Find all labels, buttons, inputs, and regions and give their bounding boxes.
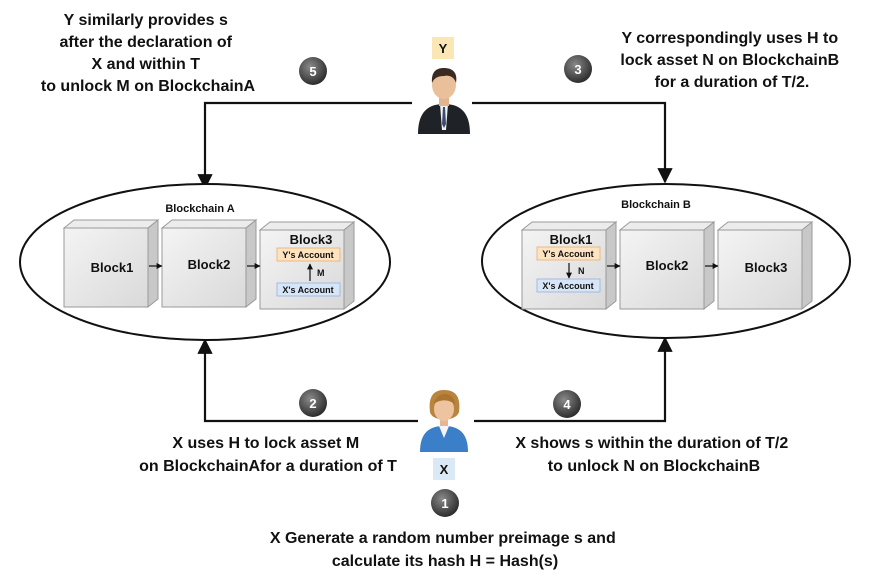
annotation-step2: X uses H to lock asset M on BlockchainAf… <box>139 435 397 475</box>
blockchain-a-title: Blockchain A <box>165 203 234 215</box>
annotation-step1: X Generate a random number preimage s an… <box>270 530 620 570</box>
arrow-x-to-chain-a <box>197 338 418 423</box>
step-number: 5 <box>309 64 316 79</box>
actor-y: Y <box>418 37 470 134</box>
block-label: Block3 <box>745 260 788 275</box>
blockchain-a: Blockchain A Block1 Block2 Block3 Y's Ac… <box>19 183 391 341</box>
annotation-step5: Y similarly provides s after the declara… <box>41 12 256 95</box>
x-account-box <box>276 282 341 297</box>
annotation-line: X uses H to lock asset M <box>172 435 359 452</box>
block-cube <box>618 220 716 311</box>
annotation-step3: Y correspondingly uses H to lock asset N… <box>620 30 843 91</box>
annotation-line: Y similarly provides s <box>64 12 228 29</box>
block-cube <box>62 218 160 309</box>
step-badge: 5 <box>299 57 327 85</box>
block-label: Block2 <box>646 258 689 273</box>
step-number: 1 <box>441 496 448 511</box>
annotation-step4: X shows s within the duration of T/2 to … <box>515 435 792 475</box>
block-cube <box>160 218 258 309</box>
y-account-label: Y's Account <box>282 250 333 260</box>
annotation-line: calculate its hash H = Hash(s) <box>332 553 558 570</box>
annotation-line: for a duration of T/2. <box>655 74 810 91</box>
y-account-box <box>536 246 601 261</box>
arrow-y-to-chain-a <box>197 101 412 190</box>
annotation-line: after the declaration of <box>60 34 233 51</box>
asset-label: N <box>578 266 585 276</box>
step-number: 3 <box>574 62 581 77</box>
y-account-label: Y's Account <box>542 249 593 259</box>
x-badge <box>433 458 455 480</box>
annotation-line: on BlockchainAfor a duration of T <box>139 458 397 475</box>
y-badge <box>432 37 454 59</box>
step-badge: 1 <box>431 489 459 517</box>
arrow-y-to-chain-b <box>472 101 673 184</box>
step-number: 4 <box>563 397 571 412</box>
actor-x: X <box>420 390 468 480</box>
connector-lines <box>197 101 673 423</box>
blockchain-b: Blockchain B Block1 Y's Account N X's Ac… <box>481 183 851 339</box>
block-label: Block2 <box>188 257 231 272</box>
businessman-icon <box>418 68 470 134</box>
block-cube <box>716 220 814 311</box>
block-label: Block3 <box>290 232 333 247</box>
block-label: Block1 <box>550 232 593 247</box>
x-account-box <box>536 278 601 293</box>
annotation-line: X shows s within the duration of T/2 <box>515 435 788 452</box>
asset-label: M <box>317 268 325 278</box>
blockchain-b-title: Blockchain B <box>621 199 691 211</box>
annotation-line: lock asset N on BlockchainB <box>620 52 839 69</box>
businesswoman-icon <box>420 390 468 452</box>
y-badge-label: Y <box>439 41 448 56</box>
annotation-line: X and within T <box>92 56 201 73</box>
step-badge: 2 <box>299 389 327 417</box>
step-badge: 3 <box>564 55 592 83</box>
step-number: 2 <box>309 396 316 411</box>
annotation-line: to unlock N on BlockchainB <box>548 458 760 475</box>
block-label: Block1 <box>91 260 134 275</box>
annotation-line: Y correspondingly uses H to <box>621 30 838 47</box>
x-badge-label: X <box>440 462 449 477</box>
x-account-label: X's Account <box>282 285 333 295</box>
block-cube <box>520 220 618 311</box>
y-account-box <box>276 247 341 262</box>
step-badge: 4 <box>553 390 581 418</box>
x-account-label: X's Account <box>542 281 593 291</box>
arrow-x-to-chain-b <box>474 336 673 423</box>
annotation-line: X Generate a random number preimage s an… <box>270 530 616 547</box>
annotation-line: to unlock M on BlockchainA <box>41 78 256 95</box>
